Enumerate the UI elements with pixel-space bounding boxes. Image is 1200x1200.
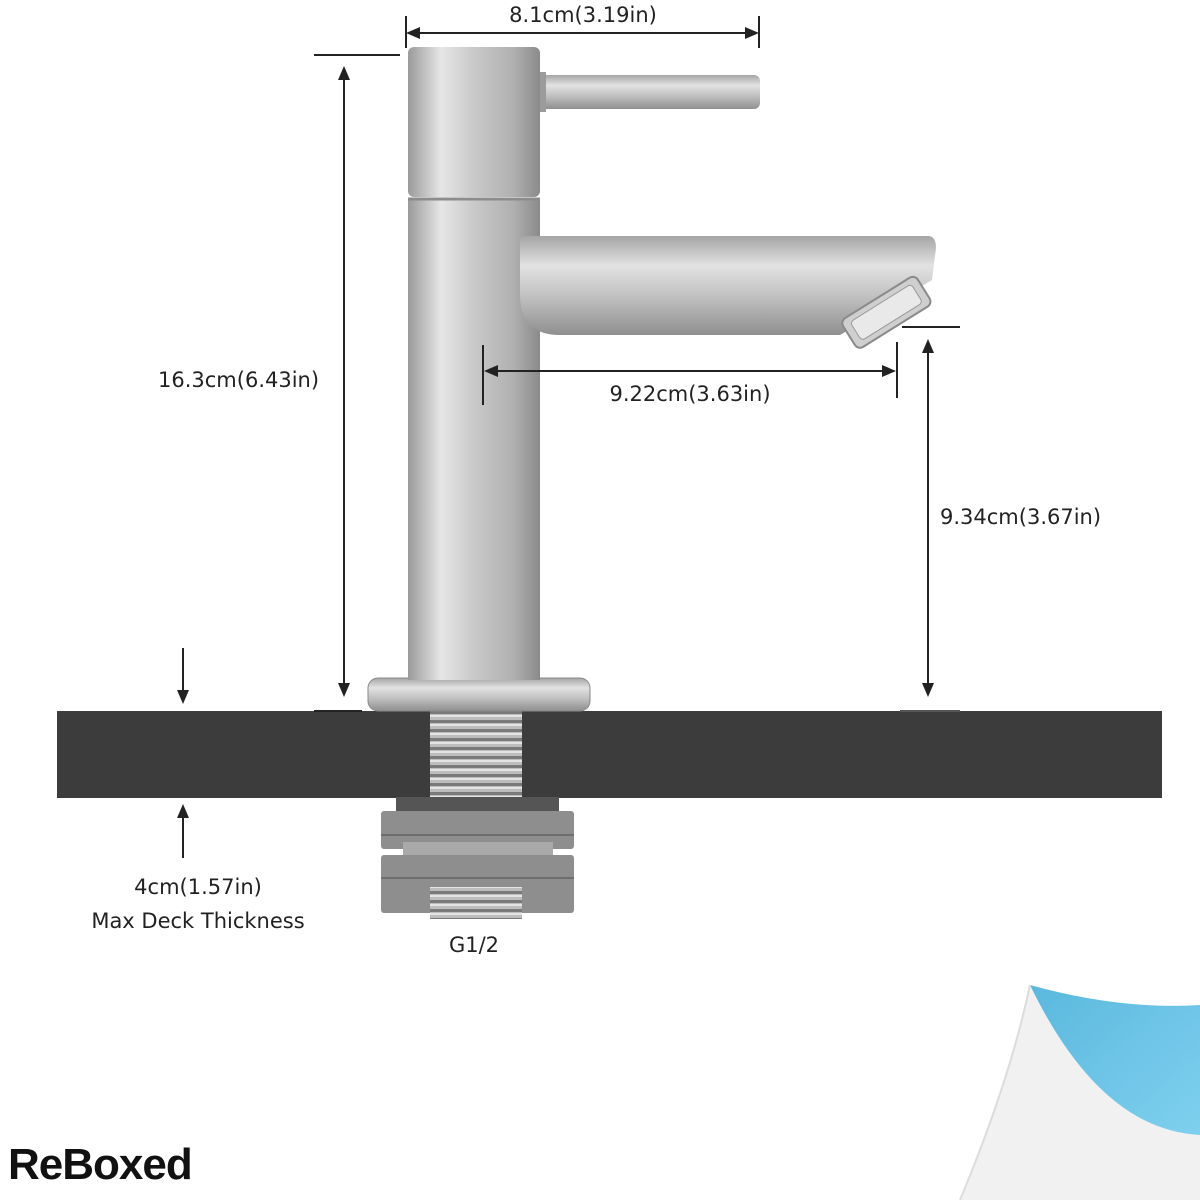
label-deck-caption: Max Deck Thickness (91, 909, 305, 933)
dimension-spout-reach (482, 342, 898, 405)
threaded-shank (430, 700, 522, 810)
label-spout-reach: 9.22cm(3.63in) (609, 382, 771, 406)
mounting-nut (381, 797, 574, 919)
handle-lever (540, 72, 760, 112)
spout (520, 236, 936, 349)
dimension-width-top (405, 16, 760, 48)
page-curl-corner (959, 984, 1200, 1200)
base-flange (367, 677, 591, 712)
label-width-top: 8.1cm(3.19in) (509, 3, 657, 27)
dimension-spout-height (900, 326, 960, 712)
aerator (841, 275, 932, 349)
faucet-body (408, 47, 540, 680)
label-deck-thickness: 4cm(1.57in) (134, 875, 262, 899)
label-thread-size: G1/2 (448, 933, 500, 957)
dimension-total-height (314, 54, 400, 712)
brand-logo: ReBoxed (8, 1140, 193, 1189)
deck-slab (57, 711, 1162, 798)
label-spout-height: 9.34cm(3.67in) (940, 505, 1102, 529)
label-total-height: 16.3cm(6.43in) (158, 368, 320, 392)
dimension-deck-thickness (177, 648, 189, 858)
